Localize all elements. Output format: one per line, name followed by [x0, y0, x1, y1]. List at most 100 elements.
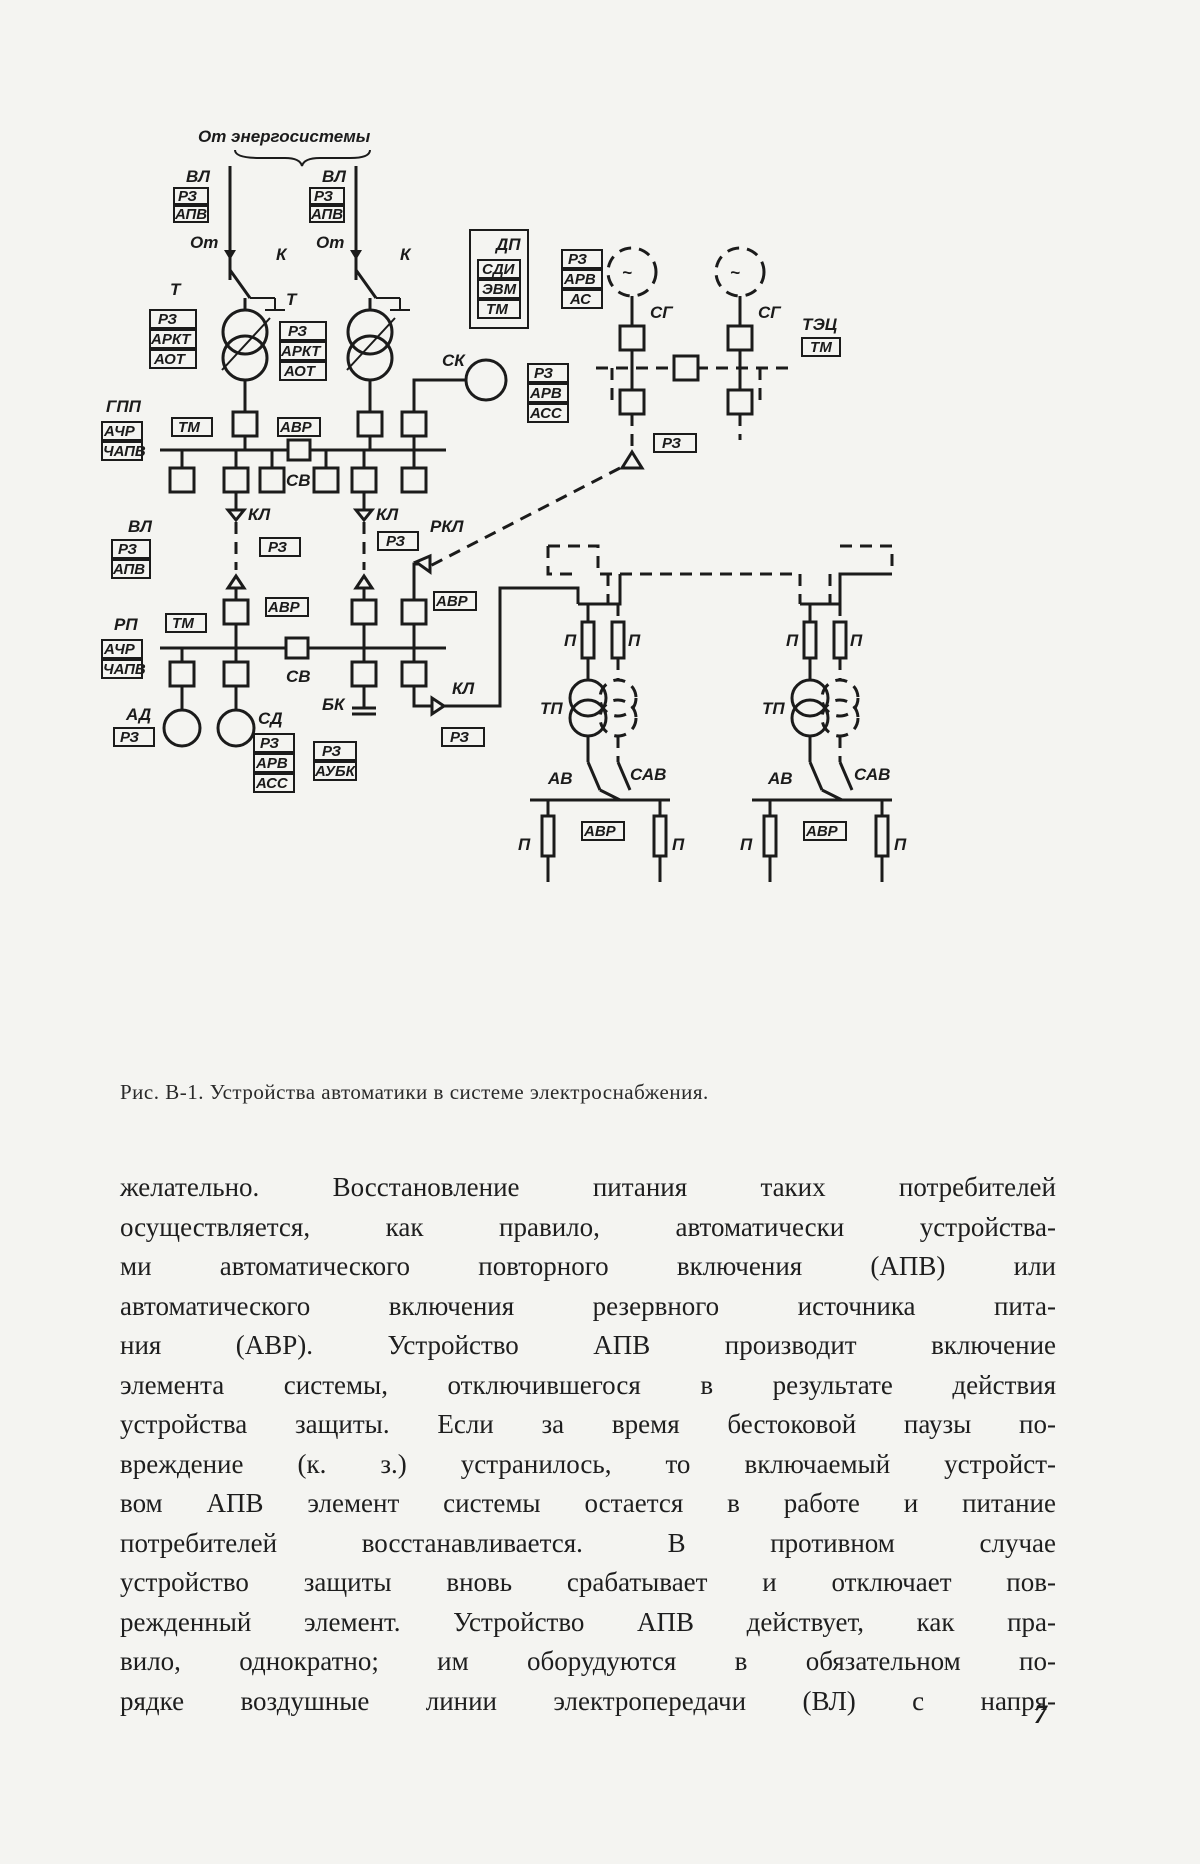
avr-label: АВР	[583, 823, 617, 840]
generator-1	[608, 248, 656, 296]
arv-label: АРВ	[529, 385, 562, 402]
text-line: устройство защиты вновь срабатывает и от…	[120, 1563, 1056, 1603]
text-line: элемента системы, отключившегося в резул…	[120, 1366, 1056, 1406]
av-label-2: АВ	[767, 769, 793, 788]
avr-label: АВР	[435, 593, 469, 610]
sg-label-1: СГ	[650, 303, 674, 322]
arkt-label: АРКТ	[280, 343, 322, 360]
transformer-t1	[223, 310, 267, 354]
tm-label: ТМ	[810, 339, 832, 356]
sg-label-2: СГ	[758, 303, 782, 322]
rp-label: РП	[114, 615, 138, 634]
kl-label-2: КЛ	[376, 505, 398, 524]
vl-label-rp: ВЛ	[128, 517, 152, 536]
rz-label: РЗ	[450, 729, 469, 746]
p-label: П	[672, 835, 685, 854]
text-line: режденный элемент. Устройство АПВ действ…	[120, 1603, 1056, 1643]
as-label: АС	[569, 291, 592, 308]
rz-label: РЗ	[260, 735, 279, 752]
tp-label-1: ТП	[540, 699, 563, 718]
vl-label-right: ВЛ	[322, 167, 346, 186]
achr-label: АЧР	[103, 423, 136, 440]
sv-label-gpp: СВ	[286, 471, 311, 490]
body-paragraph: желательно. Восстановление питания таких…	[120, 1168, 1056, 1721]
p-label: П	[628, 631, 641, 650]
apv-label: АПВ	[310, 206, 343, 223]
text-line: ния (АВР). Устройство АПВ производит вкл…	[120, 1326, 1056, 1366]
ot-label-right: От	[316, 233, 344, 252]
arv-label: АРВ	[563, 271, 596, 288]
rz-label: РЗ	[158, 311, 177, 328]
p-label: П	[564, 631, 577, 650]
page-number: 7	[1034, 1700, 1047, 1730]
chapv-label: ЧАПВ	[103, 661, 146, 678]
rz-label: РЗ	[268, 539, 287, 556]
aot-label: АОТ	[283, 363, 317, 380]
text-line: устройства защиты. Если за время бестоко…	[120, 1405, 1056, 1445]
ot-label-left: От	[190, 233, 218, 252]
ass-label: АСС	[255, 775, 289, 792]
ac-symbol: ~	[730, 263, 740, 282]
rz-label: РЗ	[118, 541, 137, 558]
apv-label: АПВ	[112, 561, 145, 578]
t-label-ground: Т	[286, 290, 298, 309]
sav-label-2: САВ	[854, 765, 890, 784]
text-line: вило, однократно; им оборудуются в обяза…	[120, 1642, 1056, 1682]
text-line: желательно. Восстановление питания таких…	[120, 1168, 1056, 1208]
apv-label: АПВ	[174, 206, 207, 223]
rz-label: РЗ	[662, 435, 681, 452]
text-line: вреждение (к. з.) устранилось, то включа…	[120, 1445, 1056, 1485]
tp-label-2: ТП	[762, 699, 785, 718]
source-brace	[235, 150, 370, 166]
dp-label: ДП	[494, 235, 521, 254]
ac-symbol: ~	[622, 263, 632, 282]
p-label: П	[786, 631, 799, 650]
text-line: рядке воздушные линии электропередачи (В…	[120, 1682, 1056, 1722]
kl-label-1: КЛ	[248, 505, 270, 524]
rz-label: РЗ	[386, 533, 405, 550]
arkt-label: АРКТ	[150, 331, 192, 348]
sdi-label: СДИ	[482, 261, 516, 278]
rz-label: РЗ	[314, 188, 333, 205]
source-label: От энергосистемы	[198, 127, 371, 146]
av-label-1: АВ	[547, 769, 573, 788]
p-label: П	[518, 835, 531, 854]
avr-label: АВР	[805, 823, 839, 840]
k-label-right: К	[400, 245, 412, 264]
rz-label: РЗ	[534, 365, 553, 382]
rz-label: РЗ	[288, 323, 307, 340]
vl-label-left: ВЛ	[186, 167, 210, 186]
tm-label: ТМ	[178, 419, 200, 436]
t-label: Т	[170, 280, 182, 299]
power-supply-schematic: От энергосистемы ВЛ РЗ АПВ ВЛ РЗ АПВ От …	[100, 100, 1080, 1060]
text-line: потребителей восстанавливается. В против…	[120, 1524, 1056, 1564]
avr-label: АВР	[267, 599, 301, 616]
text-line: автоматического включения резервного ист…	[120, 1287, 1056, 1327]
aubk-label: АУБК	[314, 763, 357, 780]
figure-caption: Рис. В-1. Устройства автоматики в систем…	[120, 1080, 1040, 1105]
transformer-t2	[348, 310, 392, 354]
arv-label: АРВ	[255, 755, 288, 772]
p-label: П	[740, 835, 753, 854]
p-label: П	[850, 631, 863, 650]
sav-label-1: САВ	[630, 765, 666, 784]
gpp-label: ГПП	[106, 397, 142, 416]
rz-label: РЗ	[120, 729, 139, 746]
avr-label: АВР	[279, 419, 313, 436]
tm-label: ТМ	[172, 615, 194, 632]
p-label: П	[894, 835, 907, 854]
tm-label: ТМ	[486, 301, 508, 318]
text-line: вом АПВ элемент системы остается в работ…	[120, 1484, 1056, 1524]
tec-label: ТЭЦ	[802, 315, 838, 334]
aot-label: АОТ	[153, 351, 187, 368]
motor-sd	[218, 710, 254, 746]
kl-label-tp: КЛ	[452, 679, 474, 698]
k-label-left: К	[276, 245, 288, 264]
schematic-diagram: От энергосистемы ВЛ РЗ АПВ ВЛ РЗ АПВ От …	[100, 100, 1080, 1060]
text-line: осуществляется, как правило, автоматичес…	[120, 1208, 1056, 1248]
sd-label: СД	[258, 709, 283, 728]
ad-label: АД	[125, 705, 151, 724]
synchronous-compensator	[466, 360, 506, 400]
text-line: ми автоматического повторного включения …	[120, 1247, 1056, 1287]
